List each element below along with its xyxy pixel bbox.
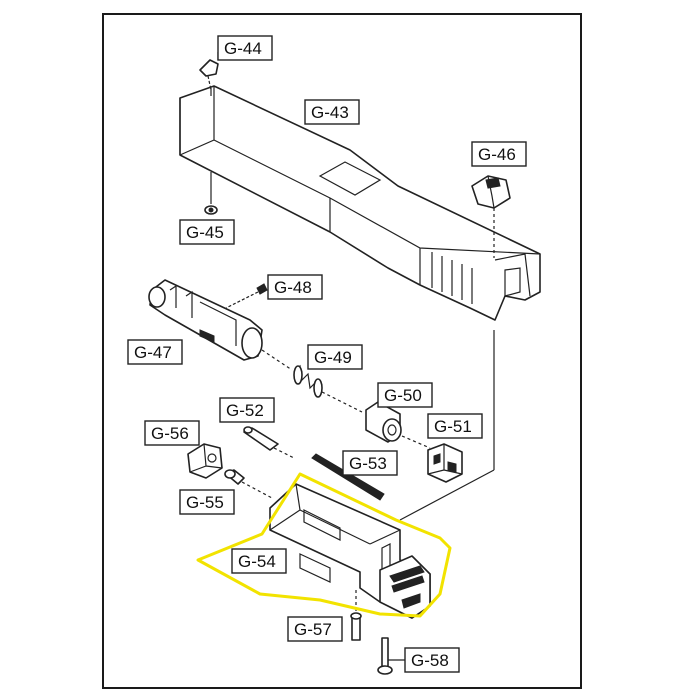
part-g44 bbox=[199, 59, 219, 91]
svg-text:G-43: G-43 bbox=[311, 103, 349, 122]
part-g52-pin bbox=[243, 426, 295, 459]
part-g56 bbox=[187, 443, 223, 479]
label-g56: G-56 bbox=[144, 420, 200, 446]
svg-text:G-55: G-55 bbox=[186, 493, 224, 512]
highlight-outline bbox=[196, 472, 452, 618]
svg-text:G-48: G-48 bbox=[274, 278, 312, 297]
label-g48: G-48 bbox=[267, 274, 323, 300]
part-g48 bbox=[225, 283, 268, 309]
label-g58: G-58 bbox=[388, 647, 460, 673]
label-g50: G-50 bbox=[377, 382, 433, 408]
svg-text:G-54: G-54 bbox=[238, 552, 276, 571]
slide-part bbox=[179, 85, 541, 321]
part-g45 bbox=[204, 172, 218, 215]
svg-text:G-44: G-44 bbox=[224, 39, 262, 58]
svg-text:G-49: G-49 bbox=[314, 348, 352, 367]
part-g49-spring bbox=[261, 349, 363, 413]
part-g51 bbox=[427, 443, 463, 483]
svg-text:G-56: G-56 bbox=[151, 424, 189, 443]
label-g54: G-54 bbox=[231, 548, 287, 574]
svg-text:G-52: G-52 bbox=[226, 401, 264, 420]
part-g57 bbox=[350, 590, 362, 641]
svg-text:G-46: G-46 bbox=[478, 145, 516, 164]
svg-text:G-57: G-57 bbox=[294, 620, 332, 639]
label-g47: G-47 bbox=[127, 339, 183, 365]
svg-text:G-51: G-51 bbox=[434, 417, 472, 436]
part-g47-barrel bbox=[148, 279, 263, 361]
label-g49: G-49 bbox=[307, 344, 363, 370]
part-g58 bbox=[377, 637, 393, 675]
part-g50 bbox=[365, 401, 431, 449]
svg-text:G-58: G-58 bbox=[411, 651, 449, 670]
label-g53: G-53 bbox=[342, 450, 398, 476]
part-g54-assembly bbox=[269, 330, 495, 619]
label-g52: G-52 bbox=[219, 397, 275, 423]
label-g46: G-46 bbox=[471, 141, 527, 167]
svg-text:G-50: G-50 bbox=[384, 386, 422, 405]
label-g43: G-43 bbox=[304, 99, 360, 125]
label-g45: G-45 bbox=[179, 219, 235, 245]
label-g51: G-51 bbox=[427, 413, 483, 439]
svg-text:G-53: G-53 bbox=[349, 454, 387, 473]
part-g53-rod bbox=[311, 453, 385, 501]
label-g44: G-44 bbox=[217, 35, 273, 61]
label-g57: G-57 bbox=[287, 616, 343, 642]
svg-text:G-47: G-47 bbox=[134, 343, 172, 362]
svg-text:G-45: G-45 bbox=[186, 223, 224, 242]
part-g46 bbox=[471, 175, 511, 258]
label-g55: G-55 bbox=[179, 489, 235, 515]
part-g55-screw bbox=[224, 469, 273, 499]
diagram-border bbox=[102, 13, 582, 689]
